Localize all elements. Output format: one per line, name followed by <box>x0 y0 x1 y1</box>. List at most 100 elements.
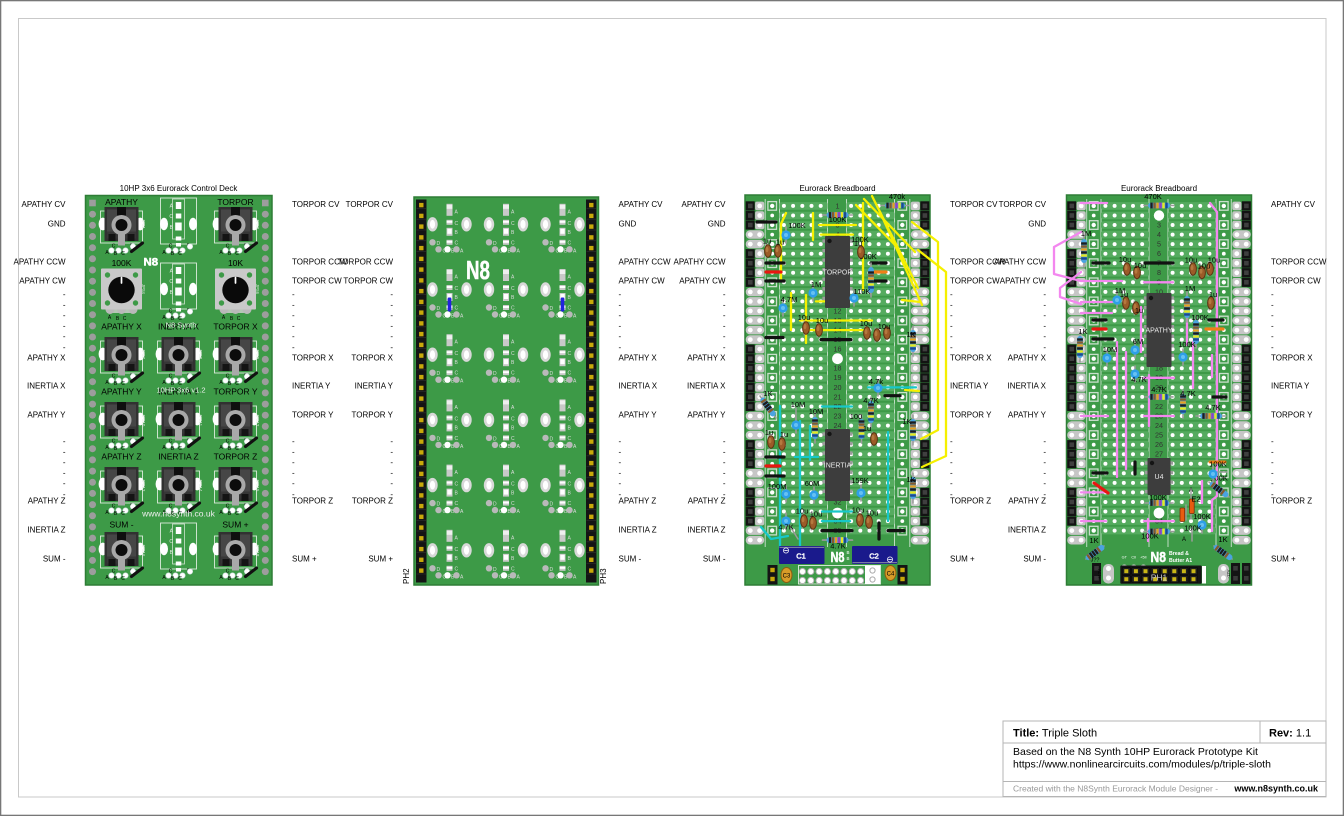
svg-text:C: C <box>121 251 125 257</box>
svg-text:A: A <box>568 275 572 281</box>
svg-text:D: D <box>437 241 441 247</box>
svg-text:-: - <box>1271 479 1274 488</box>
svg-text:-: - <box>292 469 295 478</box>
svg-text:INERTIA: INERTIA <box>824 463 852 470</box>
svg-text:C: C <box>112 244 116 250</box>
svg-text:A: A <box>219 575 223 581</box>
svg-text:B: B <box>511 230 515 236</box>
svg-text:-: - <box>292 447 295 456</box>
svg-text:TORPOR CW: TORPOR CW <box>343 276 393 285</box>
svg-text:APATHY Y: APATHY Y <box>619 410 658 419</box>
svg-text:A: A <box>568 340 572 346</box>
svg-text:JPS8: JPS8 <box>198 349 203 360</box>
svg-text:-: - <box>292 490 295 499</box>
svg-text:-: - <box>63 490 66 499</box>
svg-text:INERTIA X: INERTIA X <box>1007 381 1046 390</box>
svg-text:APATHY CV: APATHY CV <box>21 200 66 209</box>
svg-text:INERTIA Y: INERTIA Y <box>158 387 199 397</box>
svg-text:TORPOR X: TORPOR X <box>292 353 334 362</box>
svg-text:A: A <box>568 405 572 411</box>
svg-text:TORPOR CCW: TORPOR CCW <box>338 257 394 266</box>
svg-text:TORPOR Y: TORPOR Y <box>950 410 992 419</box>
svg-text:-: - <box>292 332 295 341</box>
svg-text:60M: 60M <box>805 479 820 488</box>
svg-text:A: A <box>573 379 577 385</box>
svg-text:A: A <box>511 405 515 411</box>
svg-text:JPS3: JPS3 <box>255 219 260 230</box>
svg-text:C: C <box>178 511 182 517</box>
svg-text:-: - <box>619 437 622 446</box>
svg-text:B: B <box>170 550 174 556</box>
svg-text:D: D <box>493 241 497 247</box>
svg-text:C: C <box>568 566 572 572</box>
svg-text:C: C <box>511 371 515 377</box>
svg-text:N8: N8 <box>144 257 159 269</box>
svg-text:1u: 1u <box>863 424 871 433</box>
svg-text:C: C <box>235 381 239 387</box>
svg-text:A: A <box>105 380 109 386</box>
svg-text:1K: 1K <box>906 475 915 484</box>
svg-text:100: 100 <box>850 412 863 421</box>
svg-text:TORPOR CCW: TORPOR CCW <box>1271 257 1327 266</box>
svg-text:100K: 100K <box>1191 313 1209 322</box>
svg-text:B: B <box>451 379 455 385</box>
svg-text:D: D <box>437 306 441 312</box>
svg-text:-: - <box>950 290 953 299</box>
svg-text:B: B <box>455 230 459 236</box>
svg-text:C: C <box>178 251 182 257</box>
svg-text:A: A <box>455 340 459 346</box>
svg-text:159K: 159K <box>851 476 869 485</box>
svg-text:JPS16: JPS16 <box>141 544 146 557</box>
svg-text:B: B <box>564 574 568 580</box>
svg-text:JPS14: JPS14 <box>198 479 203 492</box>
svg-text:-: - <box>723 322 726 331</box>
svg-text:C: C <box>568 351 572 357</box>
svg-text:JPS6: JPS6 <box>255 284 260 295</box>
svg-text:APATHY X: APATHY X <box>687 353 726 362</box>
svg-text:-: - <box>390 479 393 488</box>
svg-text:-: - <box>1043 343 1046 352</box>
svg-text:B: B <box>451 248 455 254</box>
svg-text:Title: Triple Sloth: Title: Triple Sloth <box>1013 728 1097 740</box>
svg-text:PH1: PH1 <box>1151 573 1168 583</box>
svg-text:APATHY X: APATHY X <box>1008 353 1047 362</box>
svg-text:-: - <box>390 322 393 331</box>
svg-text:10M: 10M <box>791 400 806 409</box>
svg-text:A: A <box>517 509 521 515</box>
svg-text:APATHY X: APATHY X <box>27 353 66 362</box>
svg-text:D: D <box>550 436 554 442</box>
svg-text:-: - <box>619 479 622 488</box>
svg-text:1K: 1K <box>906 330 915 339</box>
svg-text:4.7K: 4.7K <box>1205 403 1220 412</box>
svg-text:B: B <box>568 556 572 562</box>
svg-text:100M: 100M <box>768 482 787 491</box>
svg-text:-: - <box>723 311 726 320</box>
svg-text:-: - <box>619 300 622 309</box>
svg-text:+12V: +12V <box>1097 569 1102 579</box>
svg-text:C: C <box>511 547 515 553</box>
svg-text:INERTIA Z: INERTIA Z <box>619 525 657 534</box>
svg-text:B: B <box>228 381 232 387</box>
svg-text:GND: GND <box>48 219 66 228</box>
svg-text:A: A <box>573 444 577 450</box>
svg-text:4.7K: 4.7K <box>830 542 845 551</box>
svg-text:N8: N8 <box>466 255 490 285</box>
svg-text:B: B <box>455 295 459 301</box>
svg-text:D: D <box>437 371 441 377</box>
svg-text:C: C <box>169 244 173 250</box>
svg-text:A: A <box>511 340 515 346</box>
svg-text:C: C <box>556 248 560 254</box>
svg-text:A: A <box>455 470 459 476</box>
svg-text:C: C <box>226 244 230 250</box>
svg-text:A: A <box>219 510 223 516</box>
svg-text:C: C <box>556 444 560 450</box>
svg-text:D: D <box>550 567 554 573</box>
svg-text:-: - <box>1043 479 1046 488</box>
svg-text:A: A <box>170 204 174 210</box>
svg-text:-: - <box>950 343 953 352</box>
svg-text:21: 21 <box>834 392 842 401</box>
svg-text:1u: 1u <box>763 237 771 246</box>
svg-text:C: C <box>511 351 515 357</box>
svg-text:B: B <box>171 251 175 257</box>
svg-text:APATHY: APATHY <box>105 197 138 207</box>
